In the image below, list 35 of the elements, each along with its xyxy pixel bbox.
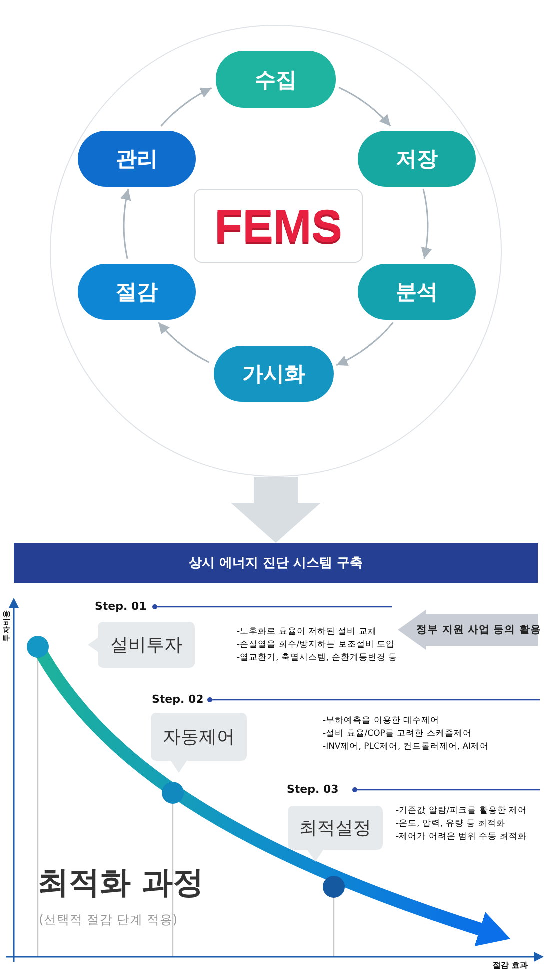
bullet-text: -노후화로 효율이 저하된 설비 교체 xyxy=(237,626,377,638)
bullet-text: -손실열을 회수/방지하는 보조설비 도입 xyxy=(237,639,396,651)
bullet-text: -설비 효율/COP를 고려한 스케줄제어 xyxy=(323,728,472,740)
chart-subheading: (선택적 절감 단계 적용) xyxy=(39,912,178,929)
cycle-arrow xyxy=(158,322,210,364)
banner: 상시 에너지 진단 시스템 구축 xyxy=(14,543,538,583)
cycle-arrow xyxy=(336,322,394,366)
process-pill: 저장 xyxy=(358,131,476,187)
bullet-text: -온도, 압력, 유량 등 최적화 xyxy=(396,818,506,830)
axis-label: 절감 효과 xyxy=(493,960,528,969)
cycle-arrow xyxy=(120,189,132,260)
bullet-text: -INV제어, PLC제어, 컨트롤러제어, AI제어 xyxy=(323,741,490,753)
bullet-text: -제어가 어려운 범위 수동 최적화 xyxy=(396,831,527,843)
chart-heading: 최적화 과정 xyxy=(38,864,204,903)
cycle-arrow xyxy=(421,189,432,260)
bullet-text: -기준값 알람/피크를 활용한 제어 xyxy=(396,805,528,817)
bullet-text: -부하예측을 이용한 대수제어 xyxy=(323,715,440,727)
step-label: Step. 02 xyxy=(152,693,204,706)
process-pill: 관리 xyxy=(78,131,196,187)
step-label: Step. 01 xyxy=(95,600,147,613)
down-arrow xyxy=(231,477,321,543)
bullet-text: -열교환기, 축열시스템, 순환계통변경 등 xyxy=(237,652,398,664)
arrow-label: 정부 지원 사업 등의 활용 xyxy=(398,610,538,650)
process-pill: 수집 xyxy=(216,51,336,108)
process-pill: 절감 xyxy=(78,264,196,320)
process-pill: 분석 xyxy=(358,264,476,320)
process-pill: 가시화 xyxy=(214,346,334,402)
step-label: Step. 03 xyxy=(287,783,339,796)
speech-bubble: 설비투자 xyxy=(88,622,195,668)
title-box: FEMS xyxy=(194,189,363,263)
cycle-arrow xyxy=(338,87,392,127)
cycle-arrow xyxy=(160,88,212,127)
speech-bubble: 최적설정 xyxy=(288,806,383,862)
cycle-circle xyxy=(50,25,502,477)
speech-bubble: 자동제어 xyxy=(151,713,247,773)
